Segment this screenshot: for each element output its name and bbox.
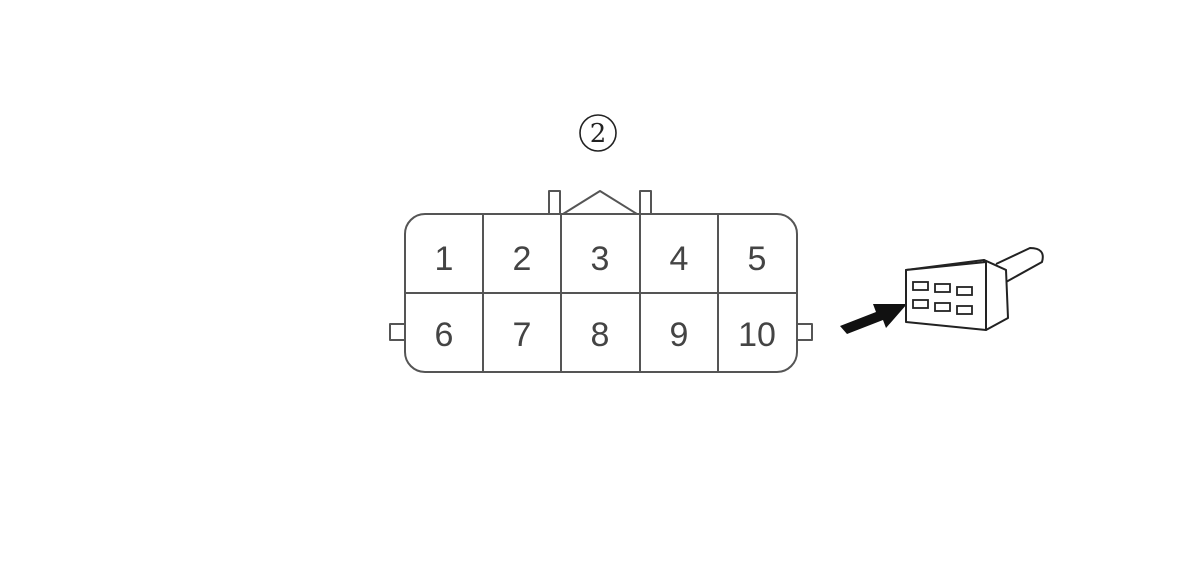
connector-latch: [548, 190, 652, 215]
pin-label: 10: [738, 316, 776, 354]
pin-label: 6: [435, 316, 454, 354]
arrow-icon: [840, 304, 907, 334]
pin-label: 3: [591, 240, 610, 278]
pin-label: 5: [748, 240, 767, 278]
connector-side-tab-left: [389, 323, 406, 341]
connector-grid: [405, 214, 797, 372]
pin-label: 9: [670, 316, 689, 354]
pin-label: 2: [513, 240, 532, 278]
pin-label: 4: [670, 240, 689, 278]
connector-side-tab-right: [796, 323, 813, 341]
pin-label: 7: [513, 316, 532, 354]
pin-label: 1: [435, 240, 454, 278]
pin-row-top: 1 2 3 4 5: [435, 240, 767, 278]
pin-label: 8: [591, 316, 610, 354]
connector-plug-icon: [905, 247, 1044, 331]
connector-marker-number: 2: [590, 119, 607, 149]
pin-row-bottom: 6 7 8 9 10: [435, 316, 776, 354]
connector-marker: 2: [579, 114, 617, 152]
